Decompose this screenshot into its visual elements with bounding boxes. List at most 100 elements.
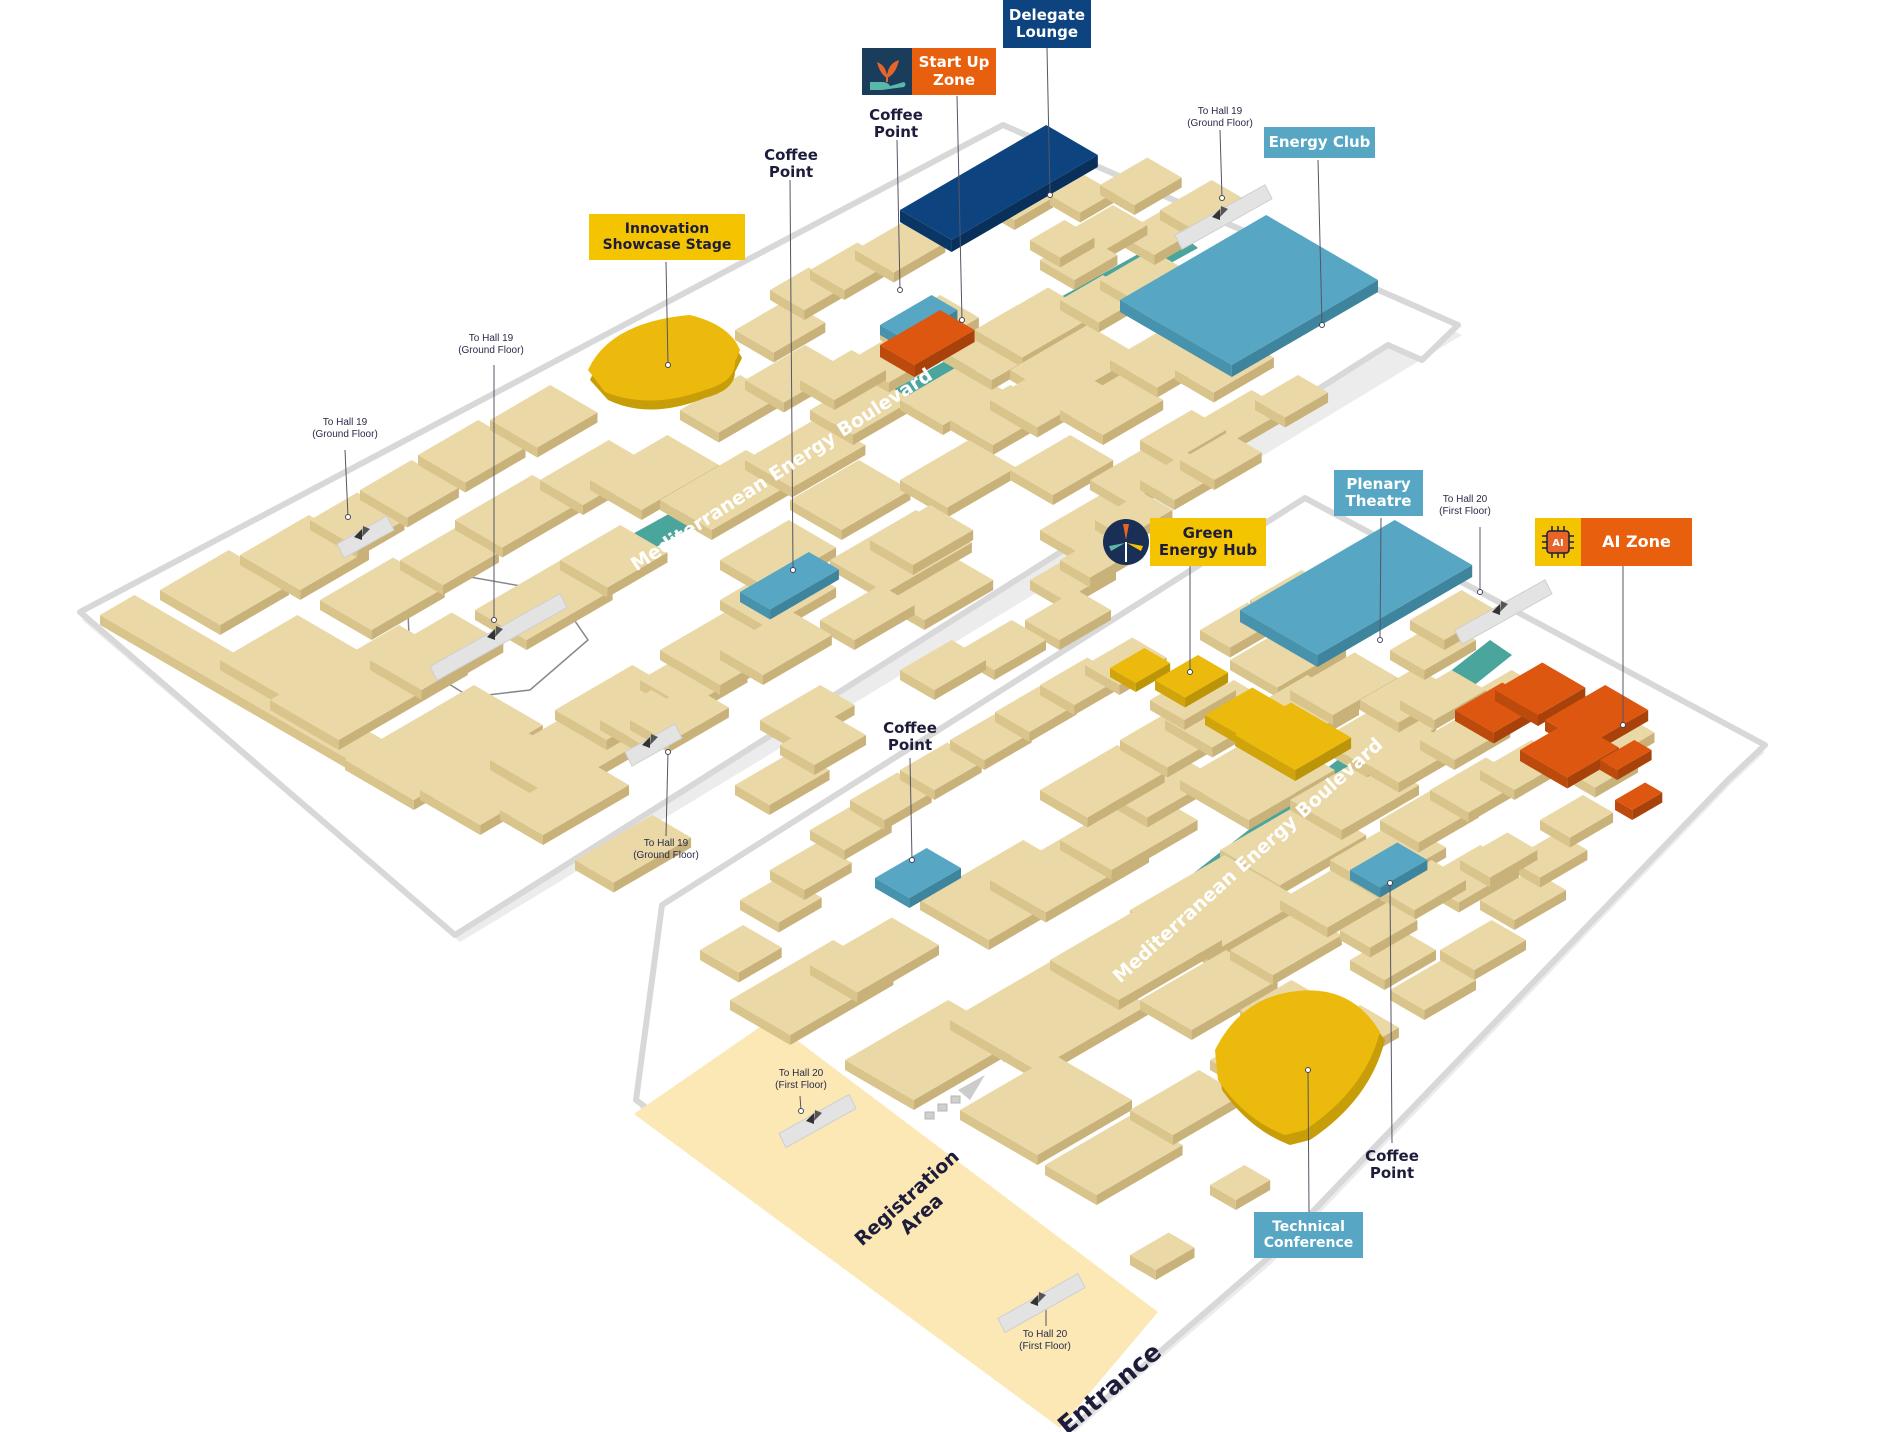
ai-zone-area-b-top [1495,662,1586,715]
booth-lower-2 [770,842,852,900]
booth-lower-7-side-right [1029,704,1077,742]
coffee-point-zone-upper[interactable] [740,552,839,620]
booth-upper-69-top [630,685,729,743]
leader-ai-zone [1620,566,1626,728]
plenary-theatre-zone-top [1240,520,1473,655]
booth-lower-45-top [1400,670,1486,720]
coffee-point-zone-lower[interactable] [875,848,961,908]
booth-lower-50-side-left [1210,1185,1236,1210]
booth-upper-32-side-left [680,410,719,443]
delegate-lounge-label[interactable]: Delegate Lounge [1003,0,1091,48]
energy-club-label[interactable]: Energy Club [1264,127,1375,158]
direction-arrow-step-1 [937,1103,948,1112]
booth-upper-16-top [590,435,719,510]
technical-conference-label[interactable]: Technical Conference [1254,1212,1363,1258]
booth-upper-43-side-left [940,350,992,390]
escalator-hall20-reg-top[interactable] [778,1093,857,1149]
booth-lower-61-side-right [1490,850,1538,888]
booth-lower-52-top [1390,960,1476,1010]
start-up-zone-label[interactable]: Start Up Zone [912,48,996,95]
green-energy-hub-zone-a[interactable] [1110,648,1171,692]
booth-upper-39-side-left [810,270,845,300]
booth-lower-48-top [1130,1070,1242,1135]
booth-upper-75 [1030,220,1095,268]
escalator-hall19-left-base [336,515,395,559]
booth-upper-73 [1050,175,1115,223]
direction-arrow-step-0 [924,1111,935,1120]
escalator-hall19-top[interactable] [1174,184,1273,250]
delegate-lounge-zone-top [900,125,1098,240]
booth-lower-32-side-right [1424,640,1476,680]
booth-upper-1-side-left [160,590,221,635]
booth-lower-33-side-left [1410,620,1445,650]
booth-lower-15-side-left [990,880,1046,923]
booth-upper-23 [575,815,692,893]
direction-arrow-step-2 [950,1095,961,1104]
start-up-zone-area[interactable] [880,310,975,377]
booth-upper-53-side-left [1040,260,1075,290]
booth-lower-56-top [1540,795,1614,838]
ai-zone-area-e[interactable] [1600,740,1652,780]
escalator-hall19-bottom[interactable] [624,723,683,767]
leader-technical-conference-dot [1305,1067,1311,1073]
direction-arrow-head [958,1075,985,1100]
booth-upper-30-side-left [790,500,842,540]
booth-lower-31-top [1360,667,1455,723]
escalator-hall20-right[interactable] [1454,579,1553,645]
booth-lower-0 [700,925,782,983]
ai-zone-area-f[interactable] [1615,782,1663,821]
booth-lower-43-side-left [1420,740,1455,770]
booth-lower-18-side-left [1040,790,1088,828]
coffee-point-zone-top-top [880,295,958,340]
coffee-point-zone-right[interactable] [1350,842,1428,898]
booth-upper-82-top [1025,590,1111,640]
booth-lower-48 [1130,1070,1242,1145]
green-energy-hub-zone-d[interactable] [1235,702,1352,782]
ai-zone-area-b[interactable] [1495,662,1586,727]
innovation-stage-top[interactable] [588,315,740,401]
escalator-hall19-top-arrow-left [1212,209,1220,220]
green-energy-hub-label[interactable]: Green Energy Hub [1150,518,1266,566]
booth-lower-61 [1460,832,1538,888]
booth-lower-50-top [1210,1165,1271,1200]
delegate-lounge-zone[interactable] [900,125,1098,252]
booth-upper-46-side-left [870,540,913,575]
booth-lower-27-side-left [1290,690,1333,725]
booth-lower-66 [1340,902,1418,958]
booth-upper-29-side-right [792,445,866,498]
leader-coffee-point-lower-line [909,757,913,861]
escalator-hall20-reg-bottom-arrow-left [1030,1295,1038,1306]
booth-lower-48-side-right [1173,1095,1242,1145]
booth-upper-55-side-left [1060,410,1103,445]
start-up-zone-area-top [880,310,975,365]
booth-lower-31-side-left [1360,700,1399,733]
green-energy-hub-zone-b[interactable] [1155,655,1229,708]
energy-club-zone[interactable] [1120,215,1378,377]
booth-lower-38-side-right [1327,887,1397,938]
escalator-hall19-left[interactable] [336,515,395,559]
hall20-note-right: To Hall 20 (First Floor) [1439,494,1491,517]
technical-conference-stage-top[interactable] [1215,990,1380,1135]
booth-upper-71-side-right [814,735,866,775]
booth-upper-30-top [790,460,911,530]
booth-upper-15 [560,525,668,598]
innovation-showcase-stage-label[interactable]: Innovation Showcase Stage [589,214,745,260]
booth-upper-1-side-right [220,585,289,635]
booth-lower-65-top [1380,860,1466,910]
booth-upper-66-top [820,585,915,640]
escalator-hall19-center[interactable] [429,592,568,682]
ai-zone-label[interactable]: AI Zone [1581,518,1692,566]
plenary-theatre-label[interactable]: Plenary Theatre [1334,470,1423,516]
booth-upper-67-top [720,610,832,675]
sprout-hand-icon [862,48,912,95]
escalator-hall20-reg-bottom[interactable] [997,1272,1086,1334]
plenary-theatre-zone[interactable] [1240,520,1473,667]
leader-hall19-top-line [1219,129,1223,199]
booth-upper-55-side-right [1103,400,1164,445]
booth-upper-30-side-right [841,490,911,540]
green-energy-hub-zone-c-top [1205,687,1287,735]
escalator-hall19-top-arrow-right [1220,206,1228,217]
booth-upper-62-side-left [1090,480,1129,513]
booth-upper-55-top [1060,375,1164,435]
booth-lower-59-side-left [1480,770,1515,800]
